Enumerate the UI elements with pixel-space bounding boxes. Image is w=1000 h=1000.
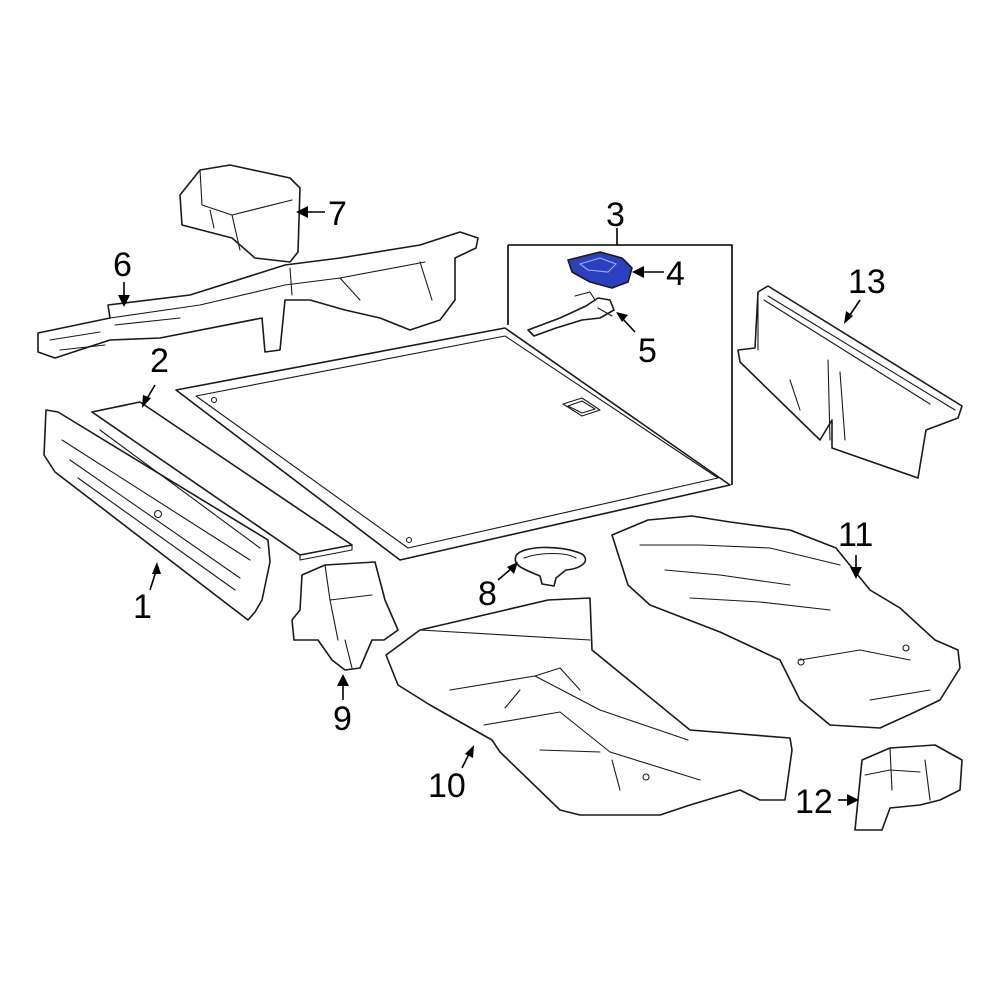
callout-3: 3 xyxy=(606,196,625,234)
callout-6: 6 xyxy=(113,246,132,284)
part-8-cable xyxy=(514,546,587,587)
callout-13: 13 xyxy=(848,263,886,301)
part-1-side-trim xyxy=(43,409,271,621)
part-12-bracket xyxy=(854,744,963,831)
callout-5: 5 xyxy=(638,332,657,370)
part-4-handle xyxy=(567,251,633,289)
part-11-rear-tub xyxy=(611,515,961,729)
callout-8: 8 xyxy=(478,575,497,613)
callout-4: 4 xyxy=(666,255,685,293)
callout-7: 7 xyxy=(328,195,347,233)
callout-12: 12 xyxy=(795,783,833,821)
part-13-sill-plate xyxy=(737,285,963,479)
part-9-bracket xyxy=(291,561,399,671)
part-7-bracket xyxy=(179,164,301,263)
part-6-rail xyxy=(37,231,479,359)
group-box-3 xyxy=(507,244,733,485)
callout-10: 10 xyxy=(428,767,466,805)
callout-9: 9 xyxy=(333,700,352,738)
part-5-strap xyxy=(527,291,615,337)
callout-11: 11 xyxy=(838,516,873,554)
part-3-load-floor xyxy=(175,327,731,561)
part-10-floor-tub xyxy=(385,597,793,816)
callout-2: 2 xyxy=(150,342,169,380)
leader-lines xyxy=(118,206,862,806)
callout-labels: 1 2 3 4 5 6 7 8 9 10 11 12 13 xyxy=(113,195,886,821)
part-2-floor-strip xyxy=(91,401,353,561)
callout-1: 1 xyxy=(133,588,152,626)
